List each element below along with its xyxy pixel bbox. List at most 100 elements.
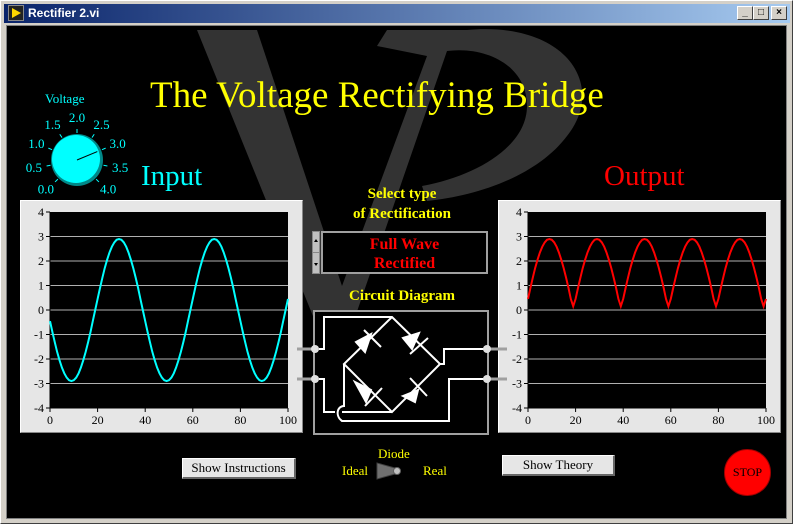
knob-tick-label: 0.5 (26, 160, 42, 175)
circuit-diagram (297, 310, 507, 435)
knob-tick (59, 133, 63, 138)
diode-toggle-switch[interactable] (375, 461, 403, 481)
diode-1-icon (354, 331, 373, 354)
y-tick-label: 3 (516, 230, 522, 244)
x-tick-label: 0 (525, 413, 531, 427)
knob-tick-label: 3.5 (112, 160, 128, 175)
diode-label: Diode (378, 446, 410, 461)
y-tick-label: 1 (38, 279, 44, 293)
knob-tick-label: 2.0 (69, 110, 85, 125)
up-arrow-icon[interactable] (314, 239, 318, 242)
knob-tick (46, 164, 51, 167)
title-bar[interactable]: Rectifier 2.vi _ □ × (4, 4, 790, 23)
diode-4-bar (409, 377, 428, 397)
labview-vi-icon (8, 5, 24, 21)
stop-button[interactable]: STOP (724, 449, 771, 496)
arrow-divider (313, 252, 319, 253)
x-tick-label: 80 (712, 413, 724, 427)
toggle-lever-icon (376, 462, 396, 480)
y-tick-label: 2 (38, 254, 44, 268)
x-tick-label: 20 (92, 413, 104, 427)
show-theory-button[interactable]: Show Theory (502, 455, 615, 476)
knob-label: Voltage (45, 91, 85, 106)
x-tick-label: 40 (139, 413, 151, 427)
knob-tick (103, 164, 108, 167)
x-tick-label: 0 (47, 413, 53, 427)
terminal-in-top (311, 345, 319, 353)
y-tick-label: -1 (512, 328, 522, 342)
y-tick-label: 1 (516, 279, 522, 293)
rectification-ring-control[interactable]: Full Wave Rectified (312, 231, 488, 274)
rectification-value-line1: Full Wave (369, 236, 440, 253)
diode-4-icon (400, 388, 420, 404)
y-tick-label: 4 (516, 205, 522, 219)
terminal-in-bottom (311, 375, 319, 383)
down-arrow-icon[interactable] (314, 263, 318, 266)
y-tick-label: -4 (34, 401, 44, 415)
rectification-label-line1: Select type (367, 186, 437, 202)
y-tick-label: 0 (516, 303, 522, 317)
rectification-label-line2: of Rectification (353, 206, 451, 222)
diode-1-bar (363, 329, 382, 348)
ring-increment-decrement[interactable] (312, 231, 320, 274)
knob-tick-label: 1.5 (44, 117, 60, 132)
x-tick-label: 100 (279, 413, 297, 427)
x-tick-label: 20 (570, 413, 582, 427)
rectification-label: Select type of Rectification (307, 184, 497, 224)
knob-tick (91, 133, 95, 138)
y-tick-label: -1 (34, 328, 44, 342)
y-tick-label: -2 (34, 352, 44, 366)
window-title: Rectifier 2.vi (28, 6, 100, 20)
y-tick-label: -4 (512, 401, 522, 415)
diode-3-bar (364, 387, 383, 407)
diode-2-bar (409, 337, 429, 355)
maximize-button[interactable]: □ (753, 6, 769, 20)
circuit-diagram-label: Circuit Diagram (349, 288, 455, 304)
x-tick-label: 40 (617, 413, 629, 427)
diode-ideal-label: Ideal (342, 463, 368, 478)
front-panel: The Voltage Rectifying Bridge Voltage 0.… (6, 25, 787, 519)
knob-tick (101, 147, 106, 151)
series-line-output (527, 237, 767, 310)
knob-tick (95, 178, 100, 183)
diode-3-icon (352, 379, 373, 405)
y-tick-label: 4 (38, 205, 44, 219)
x-tick-label: 100 (757, 413, 775, 427)
wire-bottom-loop (336, 364, 487, 422)
y-tick-label: 0 (38, 303, 44, 317)
y-tick-label: -3 (34, 377, 44, 391)
close-button[interactable]: × (771, 6, 787, 20)
knob-pointer (76, 151, 98, 161)
rectification-value-line2: Rectified (373, 255, 436, 272)
diode-real-label: Real (423, 463, 447, 478)
knob-tick-label: 2.5 (93, 117, 109, 132)
knob-tick (54, 178, 59, 183)
knob-tick-label: 1.0 (28, 136, 44, 151)
knob-body[interactable] (52, 135, 100, 183)
wire-left-bottom (319, 378, 335, 413)
circuit-frame (313, 310, 489, 435)
knob-tick-label: 4.0 (100, 182, 116, 197)
page-title: The Voltage Rectifying Bridge (150, 75, 604, 116)
y-tick-label: -3 (512, 377, 522, 391)
diode-2-icon (401, 331, 421, 351)
voltage-knob[interactable]: 0.0 0.5 1.01.5 2.0 2.53.0 3.5 4.0 (7, 104, 142, 199)
x-tick-label: 60 (665, 413, 677, 427)
terminal-out-bottom (483, 375, 491, 383)
knob-tick-label: 3.0 (110, 136, 126, 151)
y-tick-label: -2 (512, 352, 522, 366)
rectification-value[interactable]: Full Wave Rectified (321, 231, 488, 274)
minimize-button[interactable]: _ (737, 6, 753, 20)
x-tick-label: 80 (234, 413, 246, 427)
input-label: Input (141, 160, 203, 192)
output-label: Output (604, 160, 685, 192)
show-instructions-button[interactable]: Show Instructions (182, 458, 296, 479)
toggle-knob-icon (393, 467, 401, 475)
y-tick-label: 3 (38, 230, 44, 244)
knob-tick-label: 0.0 (38, 182, 54, 197)
terminal-out-top (483, 345, 491, 353)
